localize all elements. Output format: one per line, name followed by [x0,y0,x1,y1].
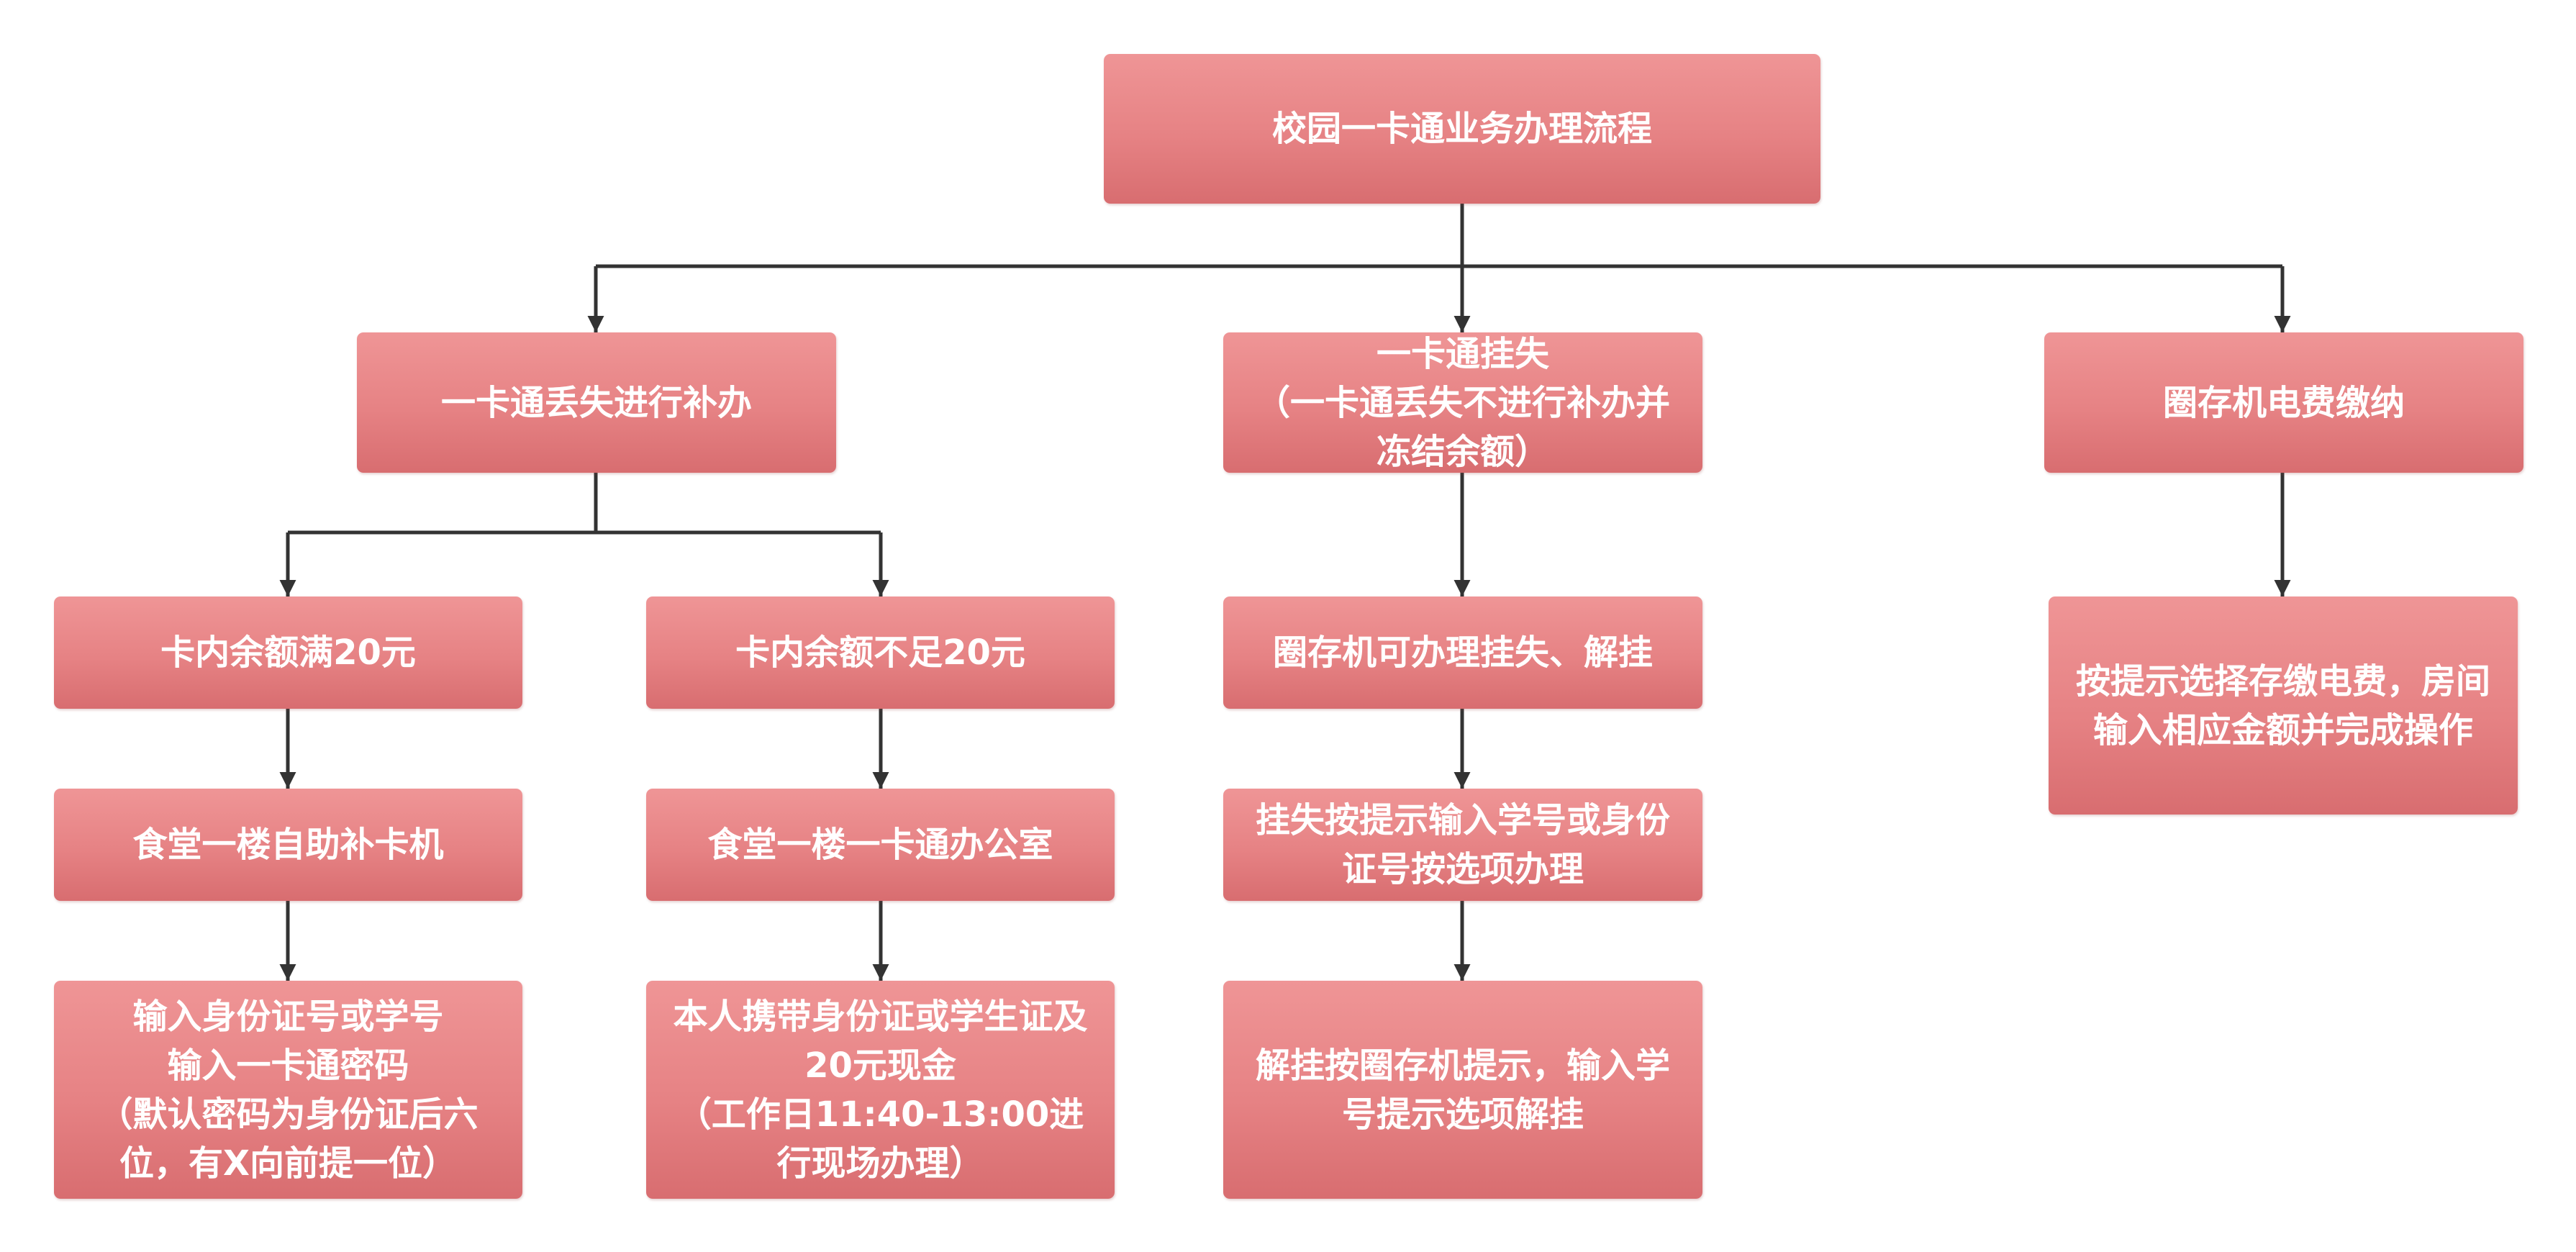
under-20-steps-node: 本人携带身份证或学生证及20元现金 （工作日11:40-13:00进行现场办理） [646,981,1115,1199]
loss-step2-label: 挂失按提示输入学号或身份证号按选项办理 [1255,800,1670,889]
loss-step2-node: 挂失按提示输入学号或身份证号按选项办理 [1223,789,1702,901]
under-20-steps-label: 本人携带身份证或学生证及20元现金 （工作日11:40-13:00进行现场办理） [673,996,1088,1184]
over-20-node: 卡内余额满20元 [54,596,522,709]
electric-step1-label: 按提示选择存缴电费，房间输入相应金额并完成操作 [2075,661,2490,750]
over-20-location-node: 食堂一楼自助补卡机 [54,789,522,901]
under-20-location-node: 食堂一楼一卡通办公室 [646,789,1115,901]
root-node: 校园一卡通业务办理流程 [1104,54,1820,204]
loss-step1-node: 圈存机可办理挂失、解挂 [1223,596,1702,709]
under-20-location-label: 食堂一楼一卡通办公室 [707,825,1053,865]
loss-node-label: 一卡通挂失 （一卡通丢失不进行补办并冻结余额） [1255,333,1670,472]
over-20-location-label: 食堂一楼自助补卡机 [132,825,444,865]
loss-step3-node: 解挂按圈存机提示，输入学号提示选项解挂 [1223,981,1702,1199]
loss-node: 一卡通挂失 （一卡通丢失不进行补办并冻结余额） [1223,332,1702,473]
over-20-steps-label: 输入身份证号或学号 输入一卡通密码 （默认密码为身份证后六位，有X向前提一位） [98,996,479,1184]
reissue-node: 一卡通丢失进行补办 [357,332,836,473]
over-20-steps-node: 输入身份证号或学号 输入一卡通密码 （默认密码为身份证后六位，有X向前提一位） [54,981,522,1199]
reissue-node-label: 一卡通丢失进行补办 [440,382,752,423]
under-20-node-label: 卡内余额不足20元 [735,632,1025,673]
root-node-label: 校园一卡通业务办理流程 [1271,109,1652,149]
electric-step1-node: 按提示选择存缴电费，房间输入相应金额并完成操作 [2049,596,2518,815]
under-20-node: 卡内余额不足20元 [646,596,1115,709]
electric-node: 圈存机电费缴纳 [2044,332,2523,473]
loss-step3-label: 解挂按圈存机提示，输入学号提示选项解挂 [1255,1045,1670,1135]
loss-step1-label: 圈存机可办理挂失、解挂 [1272,632,1653,673]
electric-node-label: 圈存机电费缴纳 [2162,382,2405,423]
over-20-node-label: 卡内余额满20元 [160,632,416,673]
